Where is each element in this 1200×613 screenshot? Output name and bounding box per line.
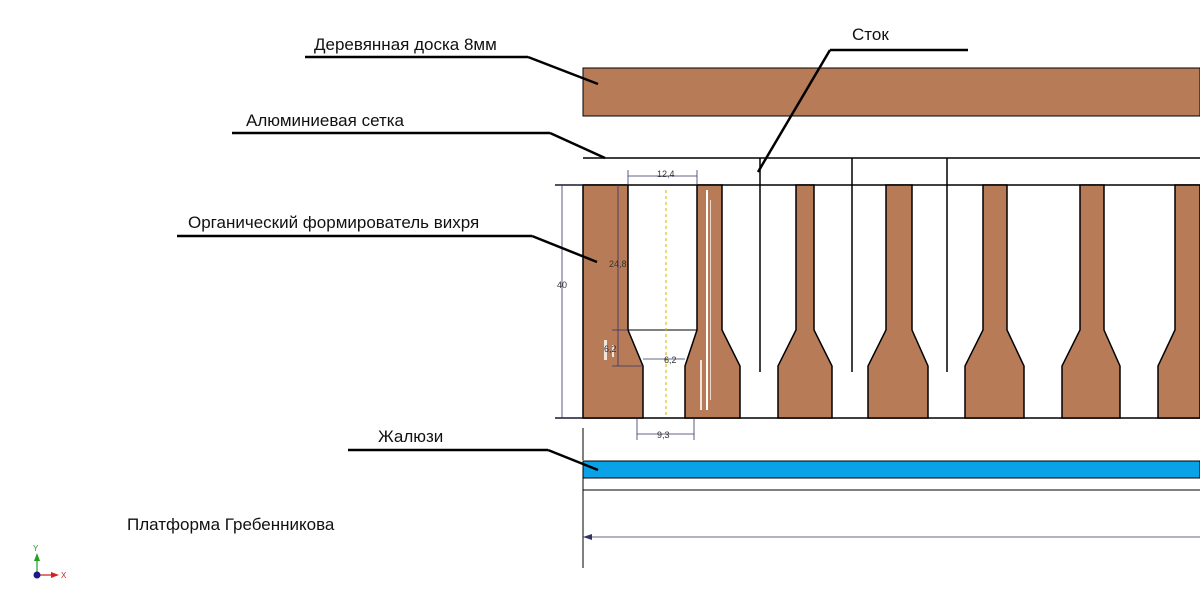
aluminum-mesh-label: Алюминиевая сетка bbox=[246, 111, 405, 130]
dim-upper-height: 24,8 bbox=[609, 259, 627, 269]
axis-origin bbox=[33, 571, 41, 579]
blinds-pointer bbox=[547, 448, 599, 472]
dim-top-width: 12,4 bbox=[657, 169, 675, 179]
dim-taper-height: 6,2 bbox=[604, 344, 617, 354]
drain-pointer bbox=[756, 49, 832, 173]
vortex-rib-5 bbox=[1157, 184, 1200, 419]
axis-indicator: Y X bbox=[33, 544, 67, 580]
vortex-rib-4 bbox=[1061, 184, 1121, 419]
blinds-label: Жалюзи bbox=[378, 427, 443, 446]
blinds bbox=[582, 460, 1200, 479]
dimensions bbox=[555, 170, 698, 440]
drain-label: Сток bbox=[852, 25, 889, 44]
vortex-rib-2 bbox=[867, 184, 929, 419]
dim-total-height: 40 bbox=[557, 280, 567, 290]
dim-neck-width: 6,2 bbox=[664, 355, 677, 365]
wood-block-left bbox=[582, 184, 644, 419]
organic-vortex-label: Органический формирователь вихря bbox=[188, 213, 479, 232]
wood-block-right bbox=[684, 184, 741, 419]
x-axis-arrow bbox=[51, 572, 59, 578]
wood-board bbox=[582, 67, 1200, 117]
platform-dim-arrow bbox=[583, 534, 592, 540]
wood-board-pointer bbox=[527, 55, 599, 86]
dim-bottom-width: 9,3 bbox=[657, 430, 670, 440]
wood-board-label: Деревянная доска 8мм bbox=[314, 35, 497, 54]
aluminum-mesh-pointer bbox=[549, 131, 606, 160]
drain-lines bbox=[759, 158, 948, 372]
vortex-rib-1 bbox=[777, 184, 833, 419]
y-axis-label: Y bbox=[33, 544, 39, 553]
platform-label: Платформа Гребенникова bbox=[127, 515, 335, 534]
organic-vortex-pointer bbox=[531, 234, 598, 264]
vortex-rib-3 bbox=[964, 184, 1025, 419]
wood-texture bbox=[604, 190, 711, 410]
x-axis-label: X bbox=[61, 571, 67, 580]
vortex-former bbox=[555, 184, 1200, 419]
y-axis-arrow bbox=[34, 553, 40, 561]
